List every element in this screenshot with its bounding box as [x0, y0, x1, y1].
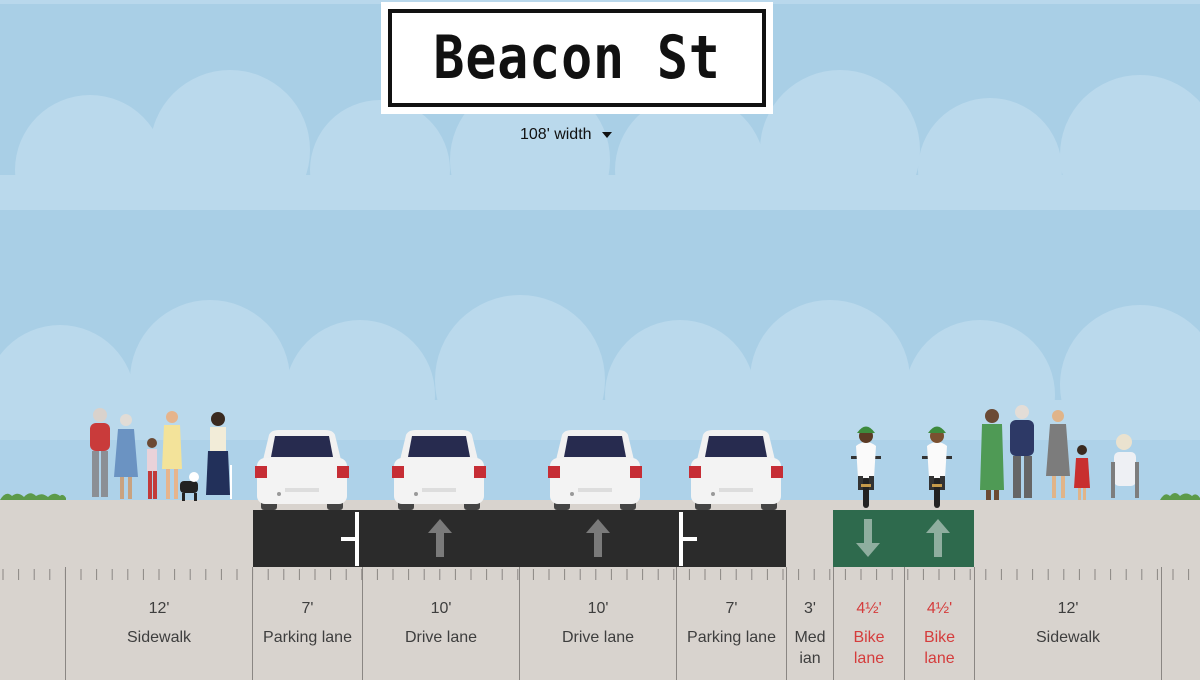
segment-label-parking-right[interactable]: 7' Parking lane: [677, 598, 786, 648]
segment-width: 4½': [926, 600, 953, 617]
segment-width: 10': [430, 600, 452, 617]
grass-right: [1160, 493, 1200, 500]
car-icon[interactable]: [548, 430, 642, 510]
segment-divider: [676, 567, 677, 680]
pedestrians-left-icon[interactable]: [82, 405, 237, 505]
car-icon[interactable]: [689, 430, 783, 510]
arrow-up-icon: [428, 519, 452, 557]
segment-label-drive-2[interactable]: 10' Drive lane: [520, 598, 676, 648]
segment-name-line2: lane: [853, 650, 885, 667]
car-icon[interactable]: [392, 430, 486, 510]
street-width-dropdown[interactable]: 108' width: [520, 124, 640, 146]
segment-name: Drive lane: [561, 629, 635, 646]
segment-width: 7': [301, 600, 314, 617]
segment-label-bike-1[interactable]: 4½' Bike lane: [834, 598, 904, 669]
cyclist-icon[interactable]: [848, 418, 884, 510]
segment-divider: [1161, 567, 1162, 680]
segment-name: Sidewalk: [1035, 629, 1101, 646]
segment-name-line2: ian: [799, 650, 821, 667]
segment-width: 10': [587, 600, 609, 617]
arrow-up-icon: [586, 519, 610, 557]
segment-name-line2: lane: [924, 650, 955, 667]
segment-name: Drive lane: [404, 629, 478, 646]
segment-label-bike-2[interactable]: 4½' Bike lane: [905, 598, 974, 669]
median-block[interactable]: [786, 500, 833, 567]
segment-label-parking-left[interactable]: 7' Parking lane: [253, 598, 362, 648]
segment-width: 7': [725, 600, 738, 617]
car-icon[interactable]: [255, 430, 349, 510]
segment-width: 4½': [856, 600, 882, 617]
segment-width: 12': [1057, 600, 1079, 617]
segment-width: 12': [148, 600, 170, 617]
segment-divider: [252, 567, 253, 680]
segment-name: Parking lane: [263, 629, 352, 646]
pedestrians-right-icon[interactable]: [978, 402, 1143, 504]
measurement-ruler: [2, 569, 1190, 580]
segment-divider: [974, 567, 975, 680]
segment-divider: [904, 567, 905, 680]
segment-divider: [786, 567, 787, 680]
segment-divider: [833, 567, 834, 680]
segment-name-line1: Bike: [923, 629, 956, 646]
segment-label-sidewalk-left[interactable]: 12' Sidewalk: [66, 598, 252, 648]
segment-name-line1: Bike: [853, 629, 885, 646]
arrow-up-icon: [926, 519, 950, 557]
parking-line-left: [341, 512, 359, 566]
street-name-sign[interactable]: Beacon St: [381, 2, 773, 114]
street-width-label: 108' width: [520, 126, 592, 143]
segment-label-sidewalk-right[interactable]: 12' Sidewalk: [975, 598, 1161, 648]
segment-divider: [519, 567, 520, 680]
parking-line-right: [679, 512, 697, 566]
bike-lane-surface[interactable]: [833, 510, 974, 567]
caret-down-icon: [601, 132, 612, 138]
segment-width: 3': [804, 600, 816, 617]
lane-divider-dash: [517, 526, 520, 552]
street-name-sign-border: Beacon St: [388, 9, 766, 107]
grass-left: [0, 493, 66, 500]
cyclist-icon[interactable]: [919, 418, 955, 510]
street-name[interactable]: Beacon St: [433, 23, 721, 93]
segment-label-drive-1[interactable]: 10' Drive lane: [363, 598, 519, 648]
segment-name: Parking lane: [687, 629, 776, 646]
arrow-down-icon: [856, 519, 880, 557]
segment-label-median[interactable]: 3' Med ian: [787, 598, 833, 669]
segment-divider: [65, 567, 66, 680]
segment-divider: [362, 567, 363, 680]
segment-name-line1: Med: [794, 629, 826, 646]
segment-name: Sidewalk: [126, 629, 192, 646]
